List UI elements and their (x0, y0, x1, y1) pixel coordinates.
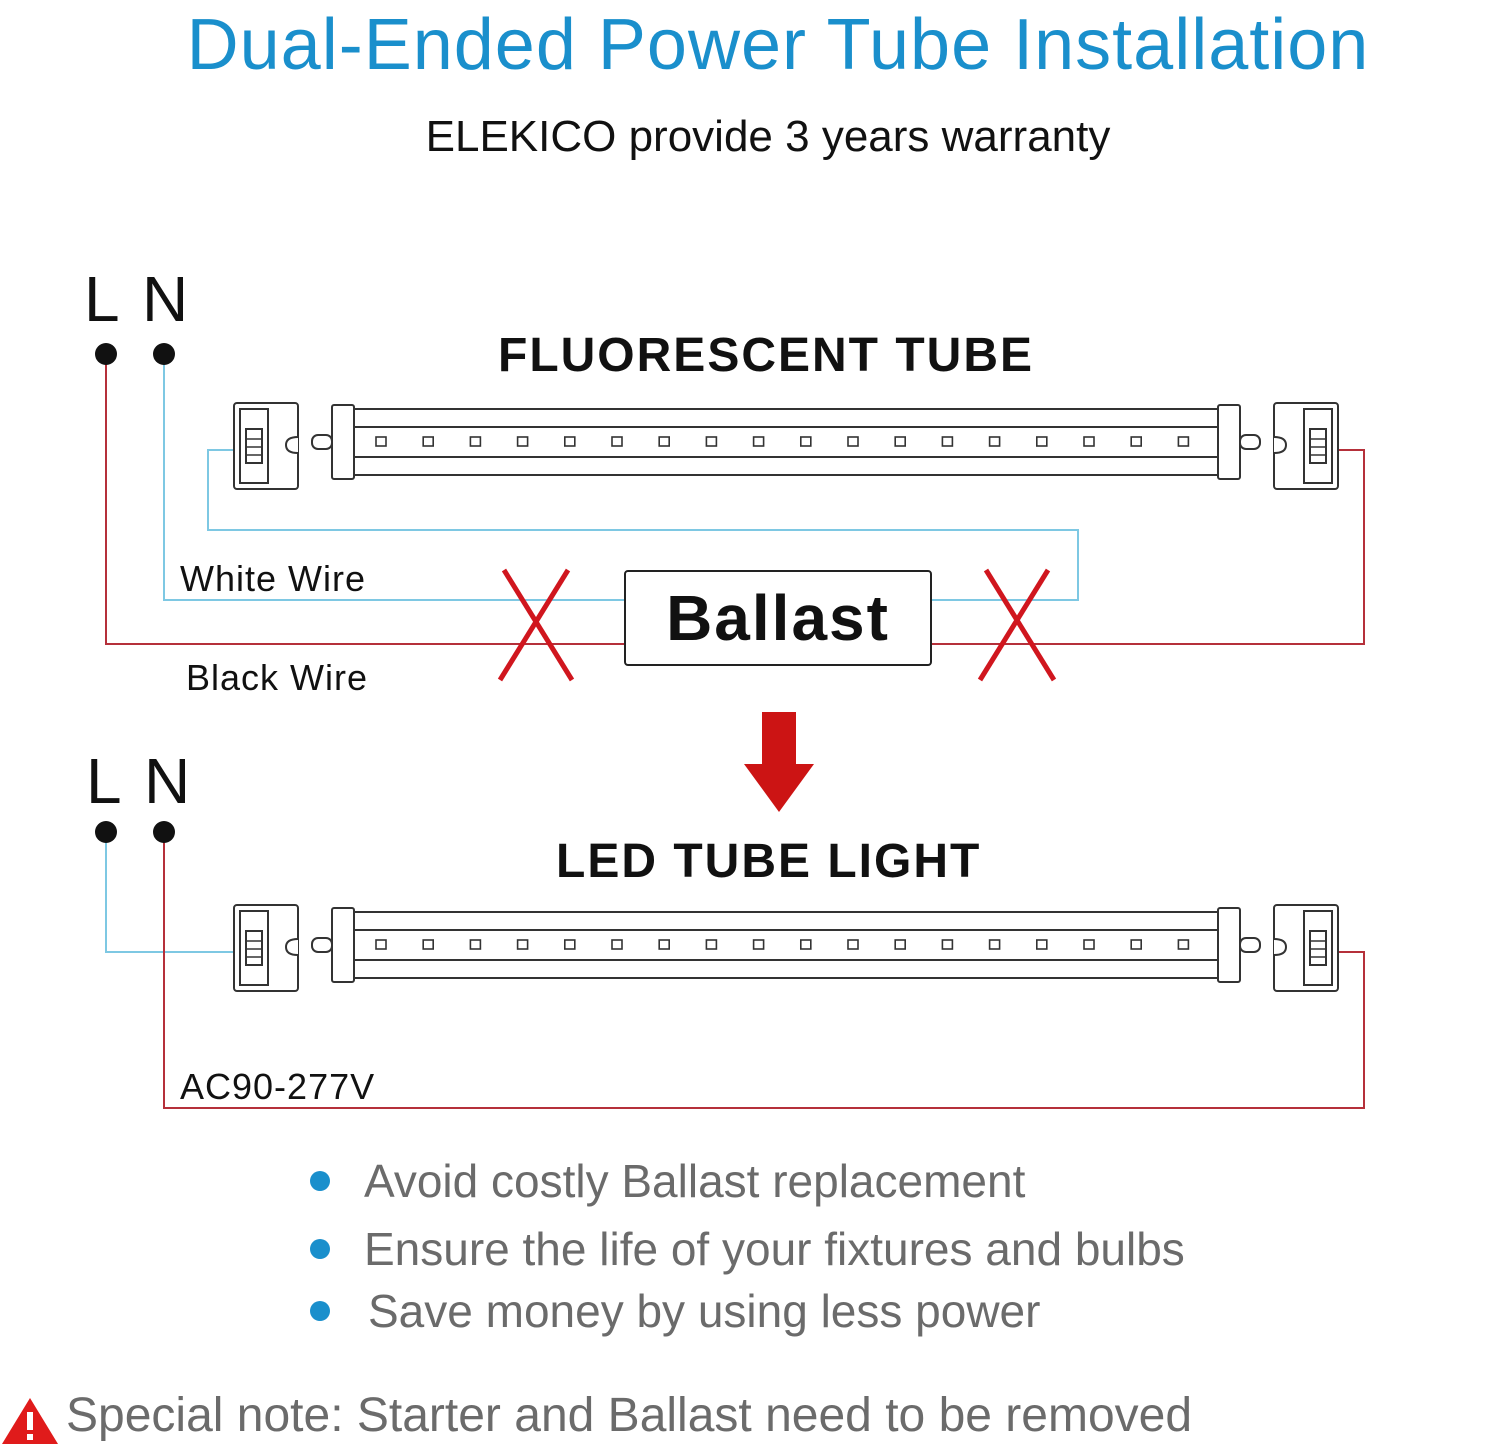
voltage-label: AC90-277V (180, 1066, 376, 1107)
fluorescent-tube-heading: FLUORESCENT TUBE (498, 329, 1034, 382)
led-chip (422, 939, 435, 950)
led-chip (563, 436, 576, 447)
page-title: Dual-Ended Power Tube Installation (186, 5, 1370, 85)
led-chip (941, 436, 954, 447)
bullet-icon (310, 1239, 330, 1259)
led-chip (894, 436, 907, 447)
led-chip (705, 939, 718, 950)
led-chip (752, 436, 765, 447)
bullet-icon (310, 1171, 330, 1191)
top-live-label: L (84, 263, 120, 335)
led-chip (988, 436, 1001, 447)
led-chip (611, 939, 623, 950)
led-socket-right (1273, 904, 1339, 992)
led-chip (1130, 939, 1142, 950)
led-chip (1177, 939, 1190, 950)
led-chip (375, 939, 387, 950)
led-chip (799, 939, 812, 950)
benefit-item: Save money by using less power (310, 1284, 1040, 1338)
white-wire-label: White Wire (180, 558, 367, 599)
fluorescent-socket-right (1273, 402, 1339, 490)
led-socket-left (233, 904, 299, 992)
bottom-live-terminal (95, 821, 117, 843)
led-chip (1083, 939, 1095, 950)
top-wires (105, 354, 1365, 645)
ballast-label: Ballast (666, 582, 890, 654)
benefit-text: Save money by using less power (368, 1285, 1041, 1337)
special-note: Special note: Starter and Ballast need t… (66, 1388, 1192, 1443)
fluorescent-socket-left (233, 402, 299, 490)
led-chip (469, 939, 482, 950)
led-chip (1036, 939, 1048, 950)
warning-icon (2, 1398, 58, 1444)
benefit-text: Ensure the life of your fixtures and bul… (364, 1223, 1185, 1275)
led-chip (611, 436, 623, 447)
special-note-text: Starter and Ballast need to be removed (343, 1389, 1193, 1442)
benefit-item: Ensure the life of your fixtures and bul… (310, 1222, 1185, 1276)
fluorescent-tube (311, 404, 1261, 480)
led-tube-leds (375, 939, 1190, 950)
led-chip (422, 436, 435, 447)
special-note-prefix: Special note: (66, 1389, 344, 1442)
bottom-live-label: L (86, 745, 122, 817)
led-chip (375, 436, 387, 447)
bottom-neutral-label: N (144, 745, 191, 817)
top-neutral-terminal (153, 343, 175, 365)
led-chip (988, 939, 1001, 950)
fluorescent-tube-leds (375, 436, 1190, 447)
top-neutral-label: N (142, 263, 189, 335)
led-chip (894, 939, 907, 950)
led-chip (516, 436, 529, 447)
top-live-terminal (95, 343, 117, 365)
led-chip (658, 939, 671, 950)
led-tube (311, 907, 1261, 983)
ballast-box: Ballast (624, 570, 932, 666)
bullet-icon (310, 1301, 330, 1321)
remove-cross-left (497, 568, 575, 682)
led-chip (799, 436, 812, 447)
led-chip (1036, 436, 1048, 447)
led-chip (941, 939, 954, 950)
black-wire-label: Black Wire (186, 657, 369, 698)
warranty-subtitle: ELEKICO provide 3 years warranty (425, 112, 1111, 161)
led-chip (847, 939, 859, 950)
led-chip (1177, 436, 1190, 447)
led-chip (847, 436, 859, 447)
down-arrow-icon (744, 712, 814, 812)
benefit-item: Avoid costly Ballast replacement (310, 1154, 1025, 1208)
led-chip (469, 436, 482, 447)
led-tube-heading: LED TUBE LIGHT (556, 835, 982, 888)
led-chip (1130, 436, 1142, 447)
bottom-wires (105, 832, 1365, 1109)
led-chip (705, 436, 718, 447)
bottom-neutral-terminal (153, 821, 175, 843)
led-chip (1083, 436, 1095, 447)
led-chip (658, 436, 671, 447)
led-chip (563, 939, 576, 950)
benefit-text: Avoid costly Ballast replacement (364, 1155, 1026, 1207)
led-chip (752, 939, 765, 950)
remove-cross-right (977, 568, 1057, 682)
led-chip (516, 939, 529, 950)
